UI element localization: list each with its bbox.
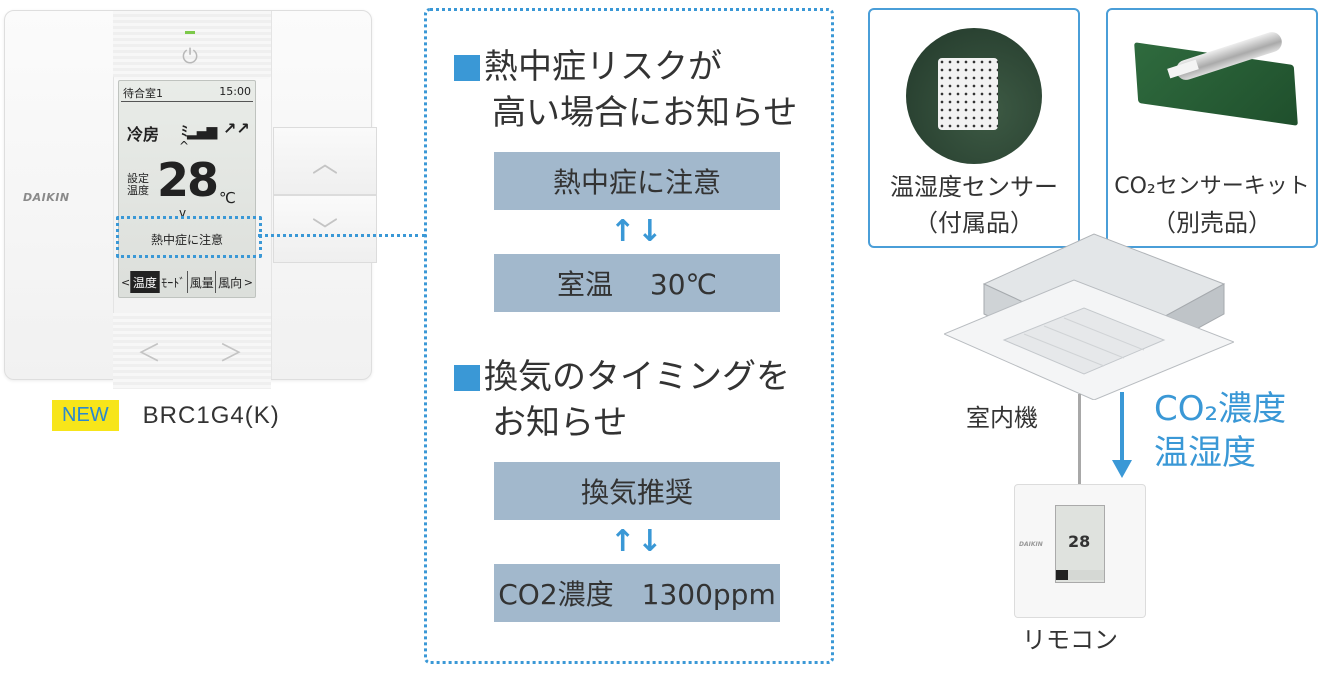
display-room-temp: 室温 30℃ <box>494 254 780 312</box>
tab-next-icon[interactable]: > <box>243 275 253 289</box>
arrow-head-icon <box>1112 460 1132 478</box>
power-button-area[interactable] <box>113 11 271 79</box>
left-button[interactable]: ＜ <box>129 333 169 373</box>
bullet-square-icon <box>454 365 480 391</box>
display-co2: CO2濃度 1300ppm <box>494 564 780 622</box>
lcd-temperature-unit: ℃ <box>219 189 236 207</box>
caret-up-icon: ^ <box>179 139 190 153</box>
louver-icon: ↗↗ <box>223 119 250 138</box>
chevron-up-icon: ︿ <box>311 148 338 179</box>
lcd-notice: 熱中症に注意 <box>150 233 223 247</box>
nav-button-area <box>113 313 271 389</box>
heading-line: お知らせ <box>492 403 628 443</box>
mini-lcd-temperature: 28 <box>1068 532 1091 551</box>
sensor-chip <box>938 58 998 130</box>
chevron-down-icon: ﹀ <box>311 216 338 247</box>
dotted-connector <box>258 234 426 237</box>
lcd-mode: 冷房 <box>127 125 160 144</box>
notice-highlight <box>116 216 262 258</box>
mini-lcd-tabs <box>1056 570 1104 580</box>
card-caption: CO₂センサーキット <box>1114 174 1310 199</box>
heading-line: 高い場合にお知らせ <box>492 93 798 133</box>
model-name: BRC1G4(K) <box>142 401 280 429</box>
remote-label: リモコン <box>1022 626 1118 654</box>
lcd-status-row: 待合室1 15:00 <box>123 85 251 101</box>
display-ventilation: 換気推奨 <box>494 462 780 520</box>
display-heat-warning: 熱中症に注意 <box>494 152 780 210</box>
mini-remote-controller: DAIKIN 28 <box>1014 484 1146 618</box>
chevron-left-icon: ＜ <box>137 339 161 367</box>
remote-divider <box>113 11 114 379</box>
tab-fan-volume[interactable]: 風量 <box>187 271 215 293</box>
indoor-unit-label: 室内機 <box>966 404 1038 432</box>
model-row: NEW BRC1G4(K) <box>52 400 280 431</box>
tab-fan-direction[interactable]: 風向 <box>215 271 243 293</box>
notification-panel <box>424 8 834 664</box>
power-icon[interactable]: ⏻ <box>182 44 198 68</box>
tab-temperature[interactable]: 温度 <box>130 271 159 293</box>
power-led <box>185 31 195 34</box>
caret-down-icon: v <box>179 206 187 220</box>
heading-line: 換気のタイミングを <box>484 357 790 397</box>
heading-line: 熱中症リスクが <box>484 47 722 87</box>
bullet-square-icon <box>454 55 480 81</box>
chevron-right-icon: ＞ <box>219 339 243 367</box>
remote-divider <box>271 11 272 379</box>
tab-prev-icon[interactable]: < <box>121 275 131 289</box>
new-badge: NEW <box>52 400 119 431</box>
remote-controller: DAIKIN ⏻ ︿ ﹀ ＜ ＞ <box>4 10 377 389</box>
heat-risk-heading: 熱中症リスクが 高い場合にお知らせ <box>454 44 797 136</box>
lcd-set-temp-label: 設定温度 <box>127 172 149 197</box>
card-caption: （付属品） <box>914 209 1034 237</box>
tab-mode[interactable]: ﾓｰﾄﾞ <box>158 271 187 293</box>
right-button[interactable]: ＞ <box>211 333 251 373</box>
lcd-screen: 待合室1 15:00 冷房 ﾐ▂▄▆ ↗↗ ^ 設定温度 28 ℃ v 熱中症に… <box>118 80 256 298</box>
humidity-sensor-photo <box>906 28 1042 164</box>
lcd-temperature: 28 <box>157 153 219 207</box>
down-arrow-icon <box>1120 392 1124 462</box>
ceiling-cassette-unit <box>944 233 1234 400</box>
card-caption: （別売品） <box>1152 209 1272 237</box>
lcd-time: 15:00 <box>219 85 251 98</box>
lcd-divider <box>121 101 253 102</box>
flow-label-co2: CO₂濃度 <box>1154 389 1287 429</box>
flow-label-humidity: 温湿度 <box>1154 433 1256 473</box>
down-button[interactable]: ﹀ <box>273 195 377 263</box>
up-button[interactable]: ︿ <box>273 127 377 195</box>
card-caption: 温湿度センサー <box>890 173 1058 201</box>
cable-line <box>1078 394 1081 484</box>
humidity-sensor-card: 温湿度センサー （付属品） <box>868 8 1080 248</box>
toggle-arrows-icon: ↑↓ <box>610 524 665 559</box>
lcd-room-name: 待合室1 <box>123 87 163 100</box>
daikin-logo: DAIKIN <box>1019 541 1043 548</box>
co2-sensor-card: CO₂センサーキット （別売品） <box>1106 8 1318 248</box>
daikin-logo: DAIKIN <box>23 191 70 204</box>
ventilation-heading: 換気のタイミングを お知らせ <box>454 354 790 446</box>
mini-lcd: 28 <box>1055 505 1105 583</box>
fan-speed-icon: ﾐ▂▄▆ <box>181 124 217 140</box>
toggle-arrows-icon: ↑↓ <box>610 214 665 249</box>
lcd-tab-bar: < 温度 ﾓｰﾄﾞ 風量 風向 > <box>121 271 253 293</box>
